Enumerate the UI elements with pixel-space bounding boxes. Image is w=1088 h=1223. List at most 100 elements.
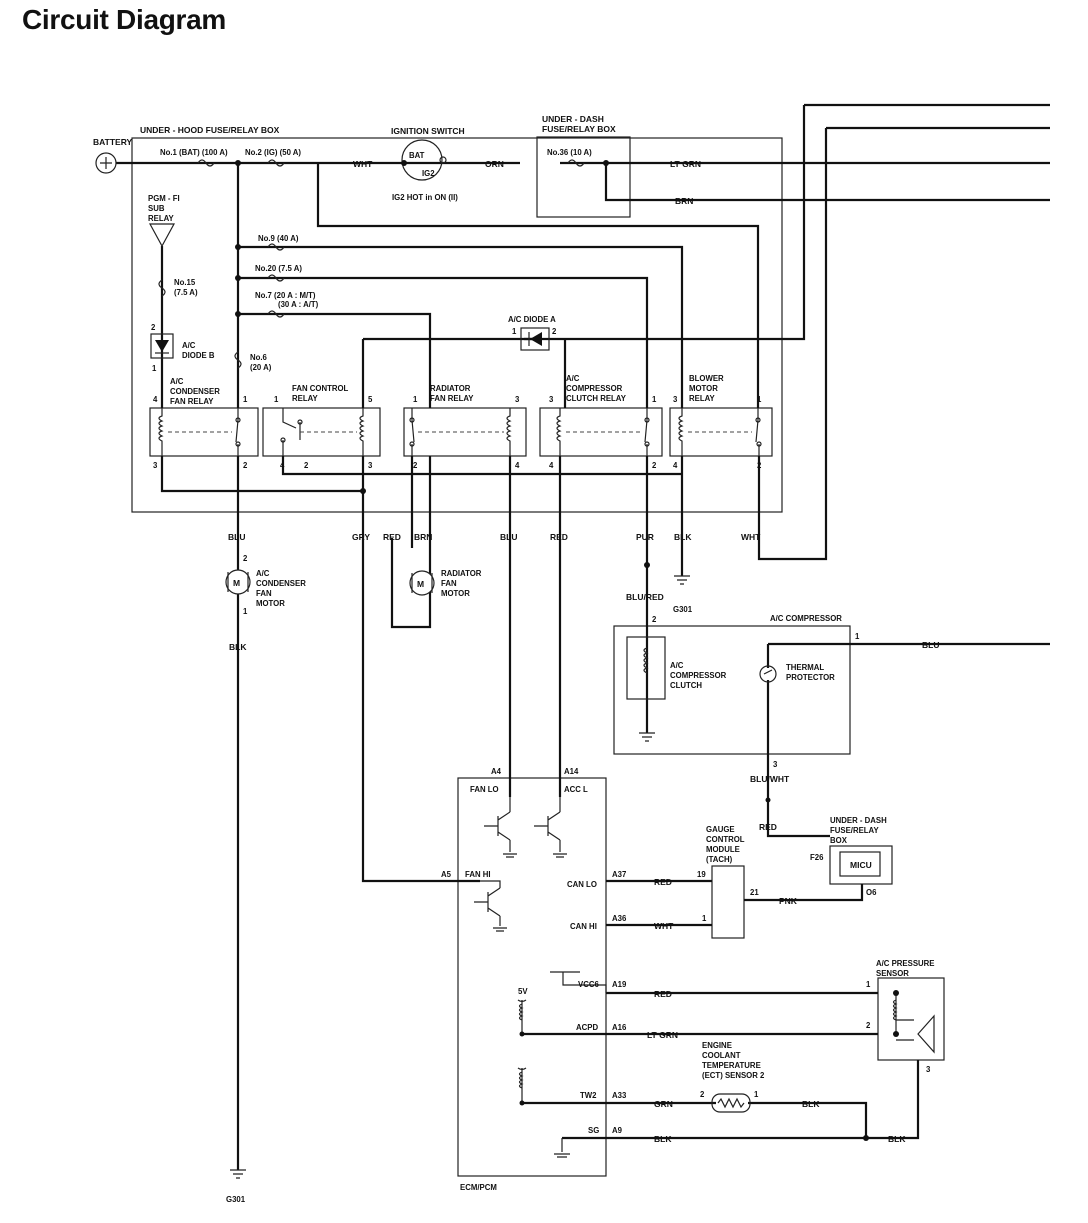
label-acpd: ACPD bbox=[576, 1023, 598, 1032]
ground-symbol-g301-bottom bbox=[230, 1169, 246, 1179]
label-accond-motor-l1: A/C bbox=[256, 569, 270, 578]
label-ecm-pcm: ECM/PCM bbox=[460, 1183, 497, 1192]
label-fuse-no9: No.9 (40 A) bbox=[258, 234, 299, 243]
label-fuse-no20: No.20 (7.5 A) bbox=[255, 264, 302, 273]
label-5v: 5V bbox=[518, 987, 528, 996]
diode-b-symbol bbox=[150, 333, 174, 359]
label-ig2-hot: IG2 HOT in ON (II) bbox=[392, 193, 458, 202]
label-tw2: TW2 bbox=[580, 1091, 597, 1100]
label-underhood-box: UNDER - HOOD FUSE/RELAY BOX bbox=[140, 125, 280, 135]
battery-symbol bbox=[95, 152, 117, 174]
label-g301-bottom: G301 bbox=[226, 1195, 246, 1204]
ac-condenser-fan-relay-switch bbox=[235, 408, 239, 456]
label-diode-b-l1: A/C bbox=[182, 341, 196, 350]
radiator-fan-relay-switch bbox=[411, 408, 415, 456]
label-fuse-no36: No.36 (10 A) bbox=[547, 148, 592, 157]
pin-accond-2: 2 bbox=[243, 461, 248, 470]
wire-wht-1: WHT bbox=[353, 159, 373, 169]
pin-comp-1: 1 bbox=[652, 395, 657, 404]
pin-fanctrl-3: 3 bbox=[368, 461, 373, 470]
label-acc-l: ACC L bbox=[564, 785, 588, 794]
label-ig2: IG2 bbox=[422, 169, 435, 178]
pin-a14: A14 bbox=[564, 767, 579, 776]
label-f26: F26 bbox=[810, 853, 824, 862]
wire-blk-4: BLK bbox=[802, 1099, 820, 1109]
pin-comp-2: 2 bbox=[652, 461, 657, 470]
pin-motor-1: 1 bbox=[243, 607, 248, 616]
pin-blower-3: 3 bbox=[673, 395, 678, 404]
label-ect-l3: TEMPERATURE bbox=[702, 1061, 761, 1070]
label-accond-relay-l2: CONDENSER bbox=[170, 387, 220, 396]
label-diode-a: A/C DIODE A bbox=[508, 315, 556, 324]
pin-comp-4: 4 bbox=[549, 461, 554, 470]
label-clutch-l1: A/C bbox=[670, 661, 684, 670]
pin-rad-4: 4 bbox=[515, 461, 520, 470]
wire-brn-1: BRN bbox=[675, 196, 693, 206]
wire-wht-2: WHT bbox=[741, 532, 761, 542]
label-underdash-l2: FUSE/RELAY BOX bbox=[542, 124, 616, 134]
label-fan-lo: FAN LO bbox=[470, 785, 499, 794]
pin-a9: A9 bbox=[612, 1126, 623, 1135]
label-fan-hi: FAN HI bbox=[465, 870, 491, 879]
wire-blu-red: BLU/RED bbox=[626, 592, 664, 602]
wire-orn: ORN bbox=[485, 159, 504, 169]
pin-pressure-3: 3 bbox=[926, 1065, 931, 1074]
label-accond-motor-l2: CONDENSER bbox=[256, 579, 306, 588]
ground-symbol-g301-top bbox=[674, 575, 690, 585]
ignition-switch-symbol bbox=[401, 139, 443, 181]
pin-blower-4: 4 bbox=[673, 461, 678, 470]
pin-diode-a-2: 2 bbox=[552, 327, 557, 336]
label-rad-relay-l1: RADIATOR bbox=[430, 384, 471, 393]
label-battery: BATTERY bbox=[93, 137, 133, 147]
label-fuse-no6-l2: (20 A) bbox=[250, 363, 272, 372]
label-o6: O6 bbox=[866, 888, 877, 897]
wire-red-2: RED bbox=[550, 532, 568, 542]
pin-diode-a-1: 1 bbox=[512, 327, 517, 336]
fan-control-relay-box bbox=[262, 407, 381, 457]
label-fuse-no15-l2: (7.5 A) bbox=[174, 288, 198, 297]
wire-blu-3: BLU bbox=[922, 640, 939, 650]
pin-diode-b-2: 2 bbox=[151, 323, 156, 332]
wire-pnk: PNK bbox=[779, 896, 798, 906]
wire-red-4: RED bbox=[654, 877, 672, 887]
fuse-no1 bbox=[197, 159, 215, 167]
pin-a33: A33 bbox=[612, 1091, 627, 1100]
pin-gauge-21: 21 bbox=[750, 888, 759, 897]
label-ac-compressor: A/C COMPRESSOR bbox=[770, 614, 842, 623]
wire-blk-3: BLK bbox=[654, 1134, 672, 1144]
label-rad-relay-l2: FAN RELAY bbox=[430, 394, 474, 403]
pin-thermal-3: 3 bbox=[773, 760, 778, 769]
radiator-fan-relay-box bbox=[403, 407, 527, 457]
label-fuse-no1: No.1 (BAT) (100 A) bbox=[160, 148, 228, 157]
label-gauge-l4: (TACH) bbox=[706, 855, 733, 864]
blower-motor-relay-switch bbox=[755, 408, 760, 456]
blower-motor-relay-coil bbox=[678, 408, 684, 456]
label-micu: MICU bbox=[850, 860, 872, 870]
pin-comp-3: 3 bbox=[549, 395, 554, 404]
ecm-pcm-box bbox=[457, 777, 607, 1177]
wire-blu-1: BLU bbox=[228, 532, 245, 542]
fuse-no6 bbox=[234, 351, 242, 369]
pin-rad-1: 1 bbox=[413, 395, 418, 404]
pin-accond-3: 3 bbox=[153, 461, 158, 470]
ac-condenser-fan-relay-coil bbox=[158, 408, 164, 456]
ac-pressure-sensor-box bbox=[877, 977, 945, 1061]
wire-red-1: RED bbox=[383, 532, 401, 542]
label-accond-relay-l1: A/C bbox=[170, 377, 184, 386]
wire-red-3: RED bbox=[759, 822, 777, 832]
label-fuse-no15-l1: No.15 bbox=[174, 278, 196, 287]
radiator-fan-motor-symbol bbox=[409, 570, 435, 596]
motor-m-2: M bbox=[417, 579, 424, 589]
wire-blk-5: BLK bbox=[888, 1134, 906, 1144]
label-pgm-l1: PGM - FI bbox=[148, 194, 180, 203]
label-blower-relay-l3: RELAY bbox=[689, 394, 716, 403]
gauge-control-module-box bbox=[711, 865, 745, 939]
motor-m-1: M bbox=[233, 578, 240, 588]
thermal-protector-symbol bbox=[759, 665, 777, 683]
blower-motor-relay-box bbox=[669, 407, 773, 457]
diode-a-symbol bbox=[520, 327, 550, 351]
fuse-no7 bbox=[267, 310, 285, 318]
pgm-fi-sub-relay-symbol bbox=[148, 223, 176, 248]
pin-gauge-1: 1 bbox=[702, 914, 707, 923]
